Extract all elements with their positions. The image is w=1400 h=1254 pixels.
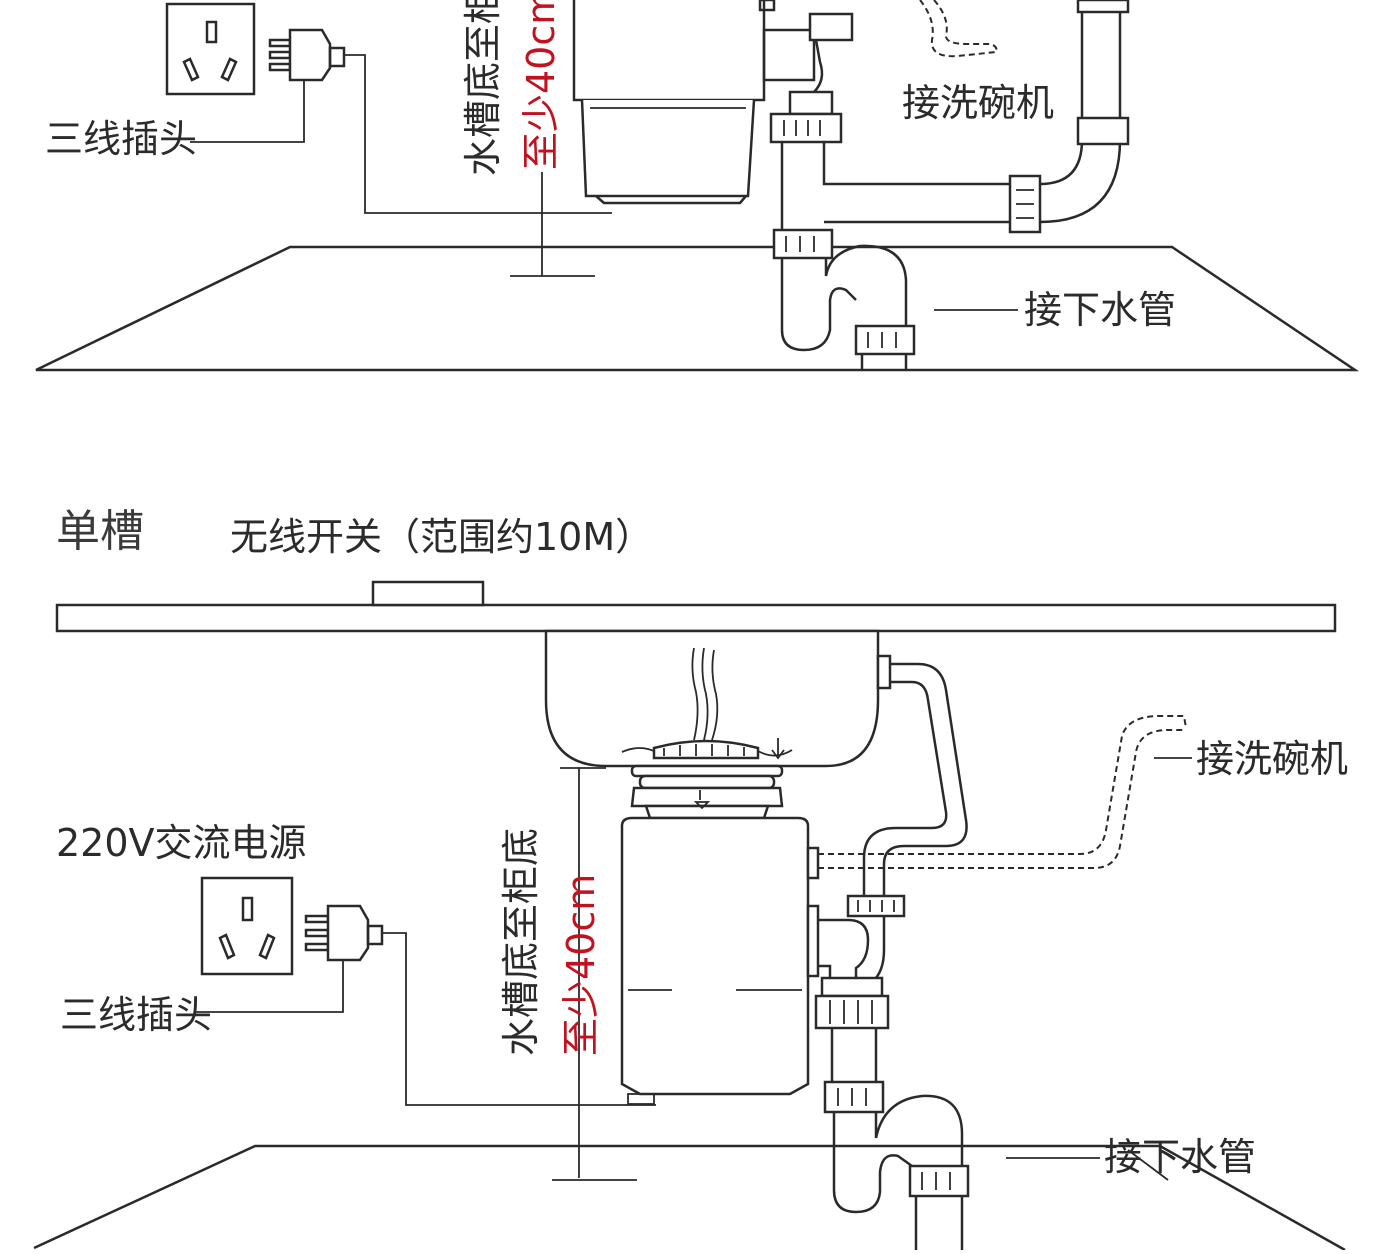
wireless-switch-label: 无线开关（范围约10M） [230, 515, 653, 559]
bottom-drain-label: 接下水管 [1104, 1135, 1256, 1179]
disposer-unit [620, 816, 820, 1105]
top-diagram: 三线插头 水槽底至柜 至少40cm [35, 0, 1360, 372]
bottom-diagram: 单槽 无线开关（范围约10M） [33, 506, 1348, 1252]
countertop [55, 603, 1337, 633]
top-dishwasher-hose [919, 0, 997, 58]
top-plug-label-leader [190, 80, 305, 143]
bottom-dishwasher-label: 接洗碗机 [1196, 737, 1348, 781]
top-drain-pipes [769, 0, 1130, 370]
sink-basin [544, 629, 880, 768]
sink-overflow-port [876, 654, 892, 690]
sink-flange [652, 738, 785, 760]
top-socket-icon [165, 2, 256, 96]
bottom-plug-label-leader [196, 960, 344, 1013]
top-drain-label: 接下水管 [1024, 288, 1176, 332]
bottom-title: 单槽 [56, 506, 144, 557]
disposer-mount-rings [630, 764, 784, 820]
top-plug-label: 三线插头 [45, 117, 197, 161]
bottom-drain-pipes [814, 894, 970, 1250]
bottom-plug-icon [304, 904, 384, 962]
top-disposer-unit [572, 0, 816, 205]
dishwasher-hose [818, 715, 1187, 855]
bottom-cabinet-floor [33, 1144, 1346, 1252]
bottom-plug-label: 三线插头 [60, 993, 212, 1037]
bottom-socket-icon [200, 876, 294, 976]
bottom-plug-cable [382, 932, 656, 1106]
bottom-height-label: 水槽底至柜底 [499, 828, 543, 1056]
power-source-label: 220V交流电源 [56, 821, 307, 865]
top-dishwasher-label: 接洗碗机 [902, 81, 1054, 125]
top-plug-icon [268, 28, 346, 82]
bottom-height-min-label: 至少40cm [559, 874, 603, 1056]
overflow-hose [882, 662, 968, 896]
top-height-label: 水槽底至柜 [461, 0, 505, 176]
top-height-min-label: 至少40cm [519, 0, 563, 170]
wireless-switch [371, 580, 485, 607]
top-plug-cable [344, 54, 612, 214]
